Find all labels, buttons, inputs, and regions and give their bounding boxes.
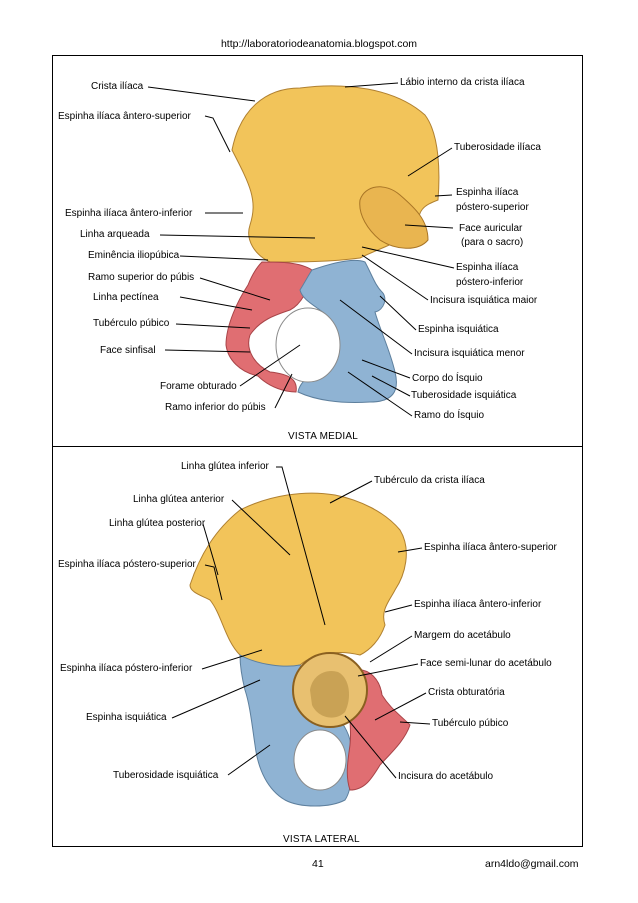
label-margem-acetabulo: Margem do acetábulo	[414, 630, 511, 641]
label-linha-pectinea: Linha pectínea	[93, 292, 159, 303]
label-crista-iliaca: Crista ilíaca	[91, 81, 144, 92]
label-tuberculo-pubico-lateral: Tubérculo púbico	[432, 718, 509, 729]
label-face-semilunar: Face semi-lunar do acetábulo	[420, 658, 552, 669]
label-face-auricular-2: (para o sacro)	[461, 237, 524, 248]
medial-auricular-face	[359, 186, 429, 249]
label-tuberculo-pubico-medial: Tubérculo púbico	[93, 318, 170, 329]
page-number: 41	[312, 858, 324, 870]
label-espinha-ant-sup-lateral: Espinha ilíaca ântero-superior	[424, 542, 557, 553]
label-espinha-post-sup-medial-2: póstero-superior	[456, 202, 529, 213]
label-espinha-ant-inf-medial: Espinha ilíaca ântero-inferior	[65, 208, 193, 219]
title-vista-medial: VISTA MEDIAL	[288, 431, 359, 442]
panel-divider	[52, 446, 583, 447]
label-labio-interno: Lábio interno da crista ilíaca	[400, 77, 525, 88]
author-email: arn4ldo@gmail.com	[485, 858, 579, 870]
figure-frame	[52, 55, 583, 847]
medial-bone	[225, 85, 440, 403]
label-incisura-menor: Incisura isquiática menor	[414, 348, 525, 359]
label-ramo-isquio: Ramo do Ísquio	[414, 410, 485, 421]
lateral-bone	[189, 492, 411, 807]
label-corpo-isquio: Corpo do Ísquio	[412, 373, 483, 384]
label-espinha-isquiatica-lateral: Espinha isquiática	[86, 712, 167, 723]
label-espinha-ant-inf-lateral: Espinha ilíaca ântero-inferior	[414, 599, 542, 610]
lateral-ilium	[189, 492, 407, 669]
label-incisura-maior: Incisura isquiática maior	[430, 295, 538, 306]
label-crista-obturatoria: Crista obturatória	[428, 687, 505, 698]
label-espinha-isquiatica-medial: Espinha isquiática	[418, 324, 499, 335]
label-espinha-post-inf-medial-1: Espinha ilíaca	[456, 262, 519, 273]
label-face-auricular-1: Face auricular	[459, 223, 523, 234]
label-tuberosidade-isquiatica-lateral: Tuberosidade isquiática	[113, 770, 219, 781]
label-forame-obturado: Forame obturado	[160, 381, 237, 392]
label-tuberosidade-isquiatica-medial: Tuberosidade isquiática	[411, 390, 517, 401]
lateral-acetabular-fossa	[310, 670, 350, 718]
medial-obturator-foramen	[275, 307, 341, 383]
label-espinha-ant-sup-medial: Espinha ilíaca ântero-superior	[58, 111, 191, 122]
label-espinha-post-inf-medial-2: póstero-inferior	[456, 277, 524, 288]
label-linha-glutea-inf: Linha glútea inferior	[181, 461, 269, 472]
label-linha-glutea-post: Linha glútea posterior	[109, 518, 206, 529]
lateral-leader-lines	[171, 466, 431, 779]
label-tuberculo-crista: Tubérculo da crista ilíaca	[374, 475, 485, 486]
medial-leader-lines	[147, 82, 455, 417]
title-vista-lateral: VISTA LATERAL	[283, 834, 360, 845]
label-incisura-acetabulo: Incisura do acetábulo	[398, 771, 494, 782]
label-ramo-sup-pubis: Ramo superior do púbis	[88, 272, 195, 283]
label-espinha-post-inf-lateral: Espinha ilíaca póstero-inferior	[60, 663, 193, 674]
label-espinha-post-sup-medial-1: Espinha ilíaca	[456, 187, 519, 198]
label-face-sinfisal: Face sinfisal	[100, 345, 156, 356]
lateral-obturator-foramen	[293, 729, 347, 791]
label-linha-glutea-ant: Linha glútea anterior	[133, 494, 225, 505]
source-url: http://laboratoriodeanatomia.blogspot.co…	[220, 38, 418, 50]
label-ramo-inf-pubis: Ramo inferior do púbis	[165, 402, 266, 413]
label-espinha-post-sup-lateral: Espinha ilíaca póstero-superior	[58, 559, 196, 570]
label-eminencia-iliopubica: Eminência iliopúbica	[88, 250, 180, 261]
label-tuberosidade-iliaca: Tuberosidade ilíaca	[454, 142, 541, 153]
label-linha-arqueada: Linha arqueada	[80, 229, 150, 240]
